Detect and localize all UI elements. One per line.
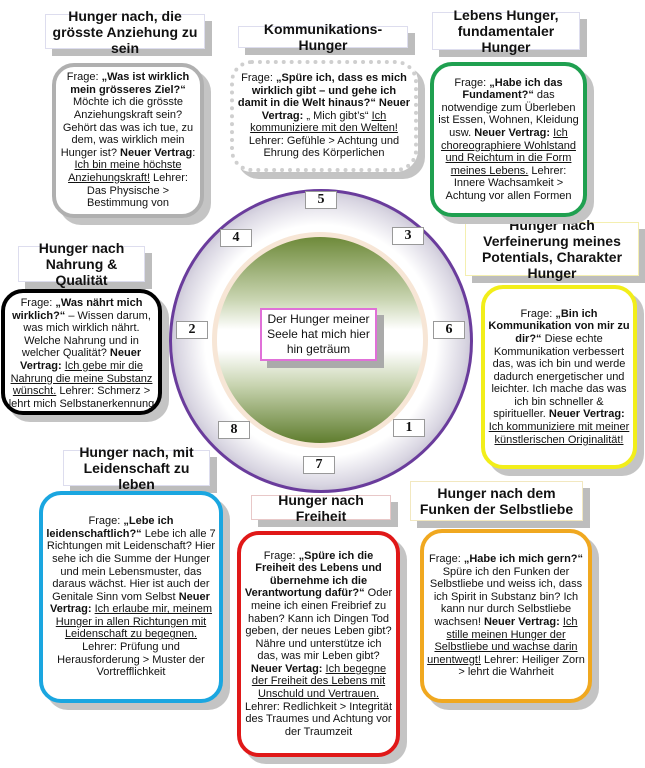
number-label-6: 6	[433, 321, 465, 339]
card-kommunikation: Frage: „Spüre ich, dass es mich wirklich…	[230, 60, 418, 172]
body-text: Frage:	[454, 76, 490, 89]
title-kommunikation: Kommunikations- Hunger	[238, 21, 408, 53]
number-label-8: 8	[218, 421, 250, 439]
bold-text: „Lebe ich leidenschaftlich?“	[46, 515, 174, 540]
title-selbstliebe: Hunger nach dem Funken der Selbstliebe	[410, 481, 583, 521]
bold-text: Neuer Vertrag:	[474, 126, 551, 139]
card-anziehung: Frage: „Was ist wirklich mein grösseres …	[52, 63, 204, 218]
number-label-1: 1	[393, 419, 425, 437]
bold-text: „Bin ich Kommunikation von mir zu dir?“	[488, 307, 630, 345]
title-freiheit: Hunger nach Freiheit	[251, 492, 391, 524]
bold-text: Neuer Vertrag:	[49, 590, 210, 616]
body-text: – Wissen darum, was mich wirklich nährt.…	[21, 309, 151, 360]
body-text: Frage:	[263, 549, 299, 562]
body-text: Lehrer: Prüfung und Herausforderung > Mu…	[57, 641, 205, 679]
bold-text: „Was nährt mich wirklich?“	[12, 297, 143, 322]
bold-text: Neuer Vertrag	[120, 146, 193, 159]
body-text: Oder meine ich einen Freibrief zu haben?…	[245, 587, 393, 663]
body-text: Frage:	[241, 71, 276, 84]
bold-text: „Habe ich mich gern?“	[463, 553, 584, 566]
body-text: Lehrer: Gefühle > Achtung und Ehrung des…	[248, 134, 400, 160]
body-text: „ Mich gibt’s“	[303, 109, 372, 122]
new-contract-text: Ich kommuniziere mit den Welten!	[250, 109, 398, 135]
body-text: Möchte ich die grösste Anziehungskraft s…	[60, 96, 194, 159]
number-label-4: 4	[220, 229, 252, 247]
title-anziehung: Hunger nach, die grösste Anziehung zu se…	[45, 8, 205, 56]
card-nahrung: Frage: „Was nährt mich wirklich?“ – Wiss…	[1, 289, 162, 415]
number-label-5: 5	[305, 191, 337, 209]
card-lebens: Frage: „Habe ich das Fundament?“ das not…	[430, 62, 587, 217]
body-text: Frage:	[20, 297, 56, 309]
body-text: Diese echte Kommunikation verbessert das…	[491, 332, 627, 421]
bold-text: „Habe ich das Fundament?“	[462, 76, 563, 102]
new-contract-text: Ich begegne der Freiheit des Lebens mit …	[251, 662, 387, 701]
bold-text: Neuer Vertrag:	[20, 347, 142, 372]
bold-text: „Spüre ich die Freiheit des Lebens und ü…	[244, 549, 382, 600]
new-contract-text: Ich bin meine höchste Anziehungskraft!	[68, 159, 182, 184]
body-text: Frage:	[428, 553, 464, 566]
new-contract-text: Ich gebe mir die Nahrung die meine Subst…	[10, 359, 153, 398]
bold-text: „Spüre ich, dass es mich wirklich gibt –…	[237, 71, 407, 110]
body-text: Spüre ich den Funken der Selbstliebe und…	[429, 565, 583, 628]
card-freiheit: Frage: „Spüre ich die Freiheit des Leben…	[237, 531, 400, 757]
title-lebens: Lebens Hunger, fundamentaler Hunger	[432, 7, 580, 55]
number-label-2: 2	[176, 321, 208, 339]
body-text: Frage:	[66, 71, 102, 84]
bold-text: Neuer Vertrag:	[548, 408, 625, 421]
bold-text: Neuer Vertrag:	[261, 97, 411, 122]
card-selbstliebe: Frage: „Habe ich mich gern?“ Spüre ich d…	[420, 529, 592, 703]
body-text: Frage:	[520, 307, 556, 320]
new-contract-text: Ich choreographiere Wohlstand und Reicht…	[441, 126, 576, 177]
bold-text: Neuer Vertag:	[250, 662, 323, 675]
body-text: das notwendige zum Überleben ist Essen, …	[438, 89, 579, 139]
title-nahrung: Hunger nach Nahrung & Qualität	[18, 240, 145, 288]
body-text: Lehrer: Das Physische > Bestimmung von	[86, 171, 188, 210]
center-statement: Der Hunger meiner Seele hat mich hier hi…	[260, 308, 377, 361]
new-contract-text: Ich kommuniziere mit meiner künstlerisch…	[488, 421, 630, 446]
new-contract-text: Ich erlaube mir, meinem Hunger in allen …	[55, 603, 213, 641]
card-leidenschaft: Frage: „Lebe ich leidenschaftlich?“ Lebe…	[39, 491, 223, 703]
number-label-3: 3	[392, 227, 424, 245]
body-text: Frage:	[88, 515, 124, 528]
body-text: Lehrer: Innere Wachsamkeit > Achtung vor…	[445, 164, 572, 202]
body-text: Lehrer: Redlichkeit > Integrität des Tra…	[244, 700, 393, 738]
card-verfeinerung: Frage: „Bin ich Kommunikation von mir zu…	[481, 285, 637, 469]
body-text: Lehrer: Schmerz > lehrt mich Selbstanerk…	[8, 385, 155, 410]
bold-text: Neuer Vertrag:	[483, 616, 560, 628]
bold-text: „Was ist wirklich mein grösseres Ziel?“	[70, 71, 190, 96]
body-text: Lebe ich alle 7 Richtungen mit Leidensch…	[46, 527, 216, 603]
body-text: :	[192, 146, 196, 159]
body-text: Lehrer: Heiliger Zorn > lehrt die Wahrhe…	[458, 653, 585, 679]
title-verfeinerung: Hunger nach Verfeinerung meines Potentia…	[465, 217, 639, 281]
new-contract-text: Ich stille meinen Hunger der Selbstliebe…	[427, 616, 578, 666]
number-label-7: 7	[303, 456, 335, 474]
title-leidenschaft: Hunger nach, mit Leidenschaft zu leben	[63, 444, 210, 492]
